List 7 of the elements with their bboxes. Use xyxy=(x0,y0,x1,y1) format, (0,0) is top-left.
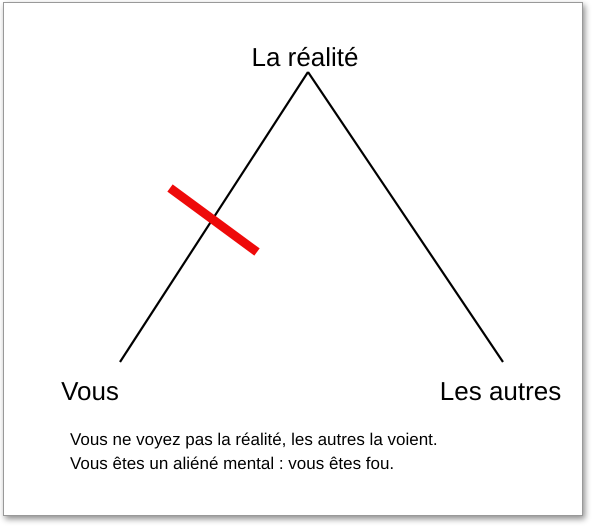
connector-line xyxy=(307,71,504,363)
connector-line xyxy=(119,71,309,363)
node-label: La réalité xyxy=(252,42,358,72)
node-label: Vous xyxy=(61,376,119,406)
caption-text: Vous ne voyez pas la réalité, les autres la voient. xyxy=(70,430,438,450)
node-label: Les autres xyxy=(440,376,562,406)
caption-text: Vous êtes un aliéné mental : vous êtes fou. xyxy=(70,454,394,474)
